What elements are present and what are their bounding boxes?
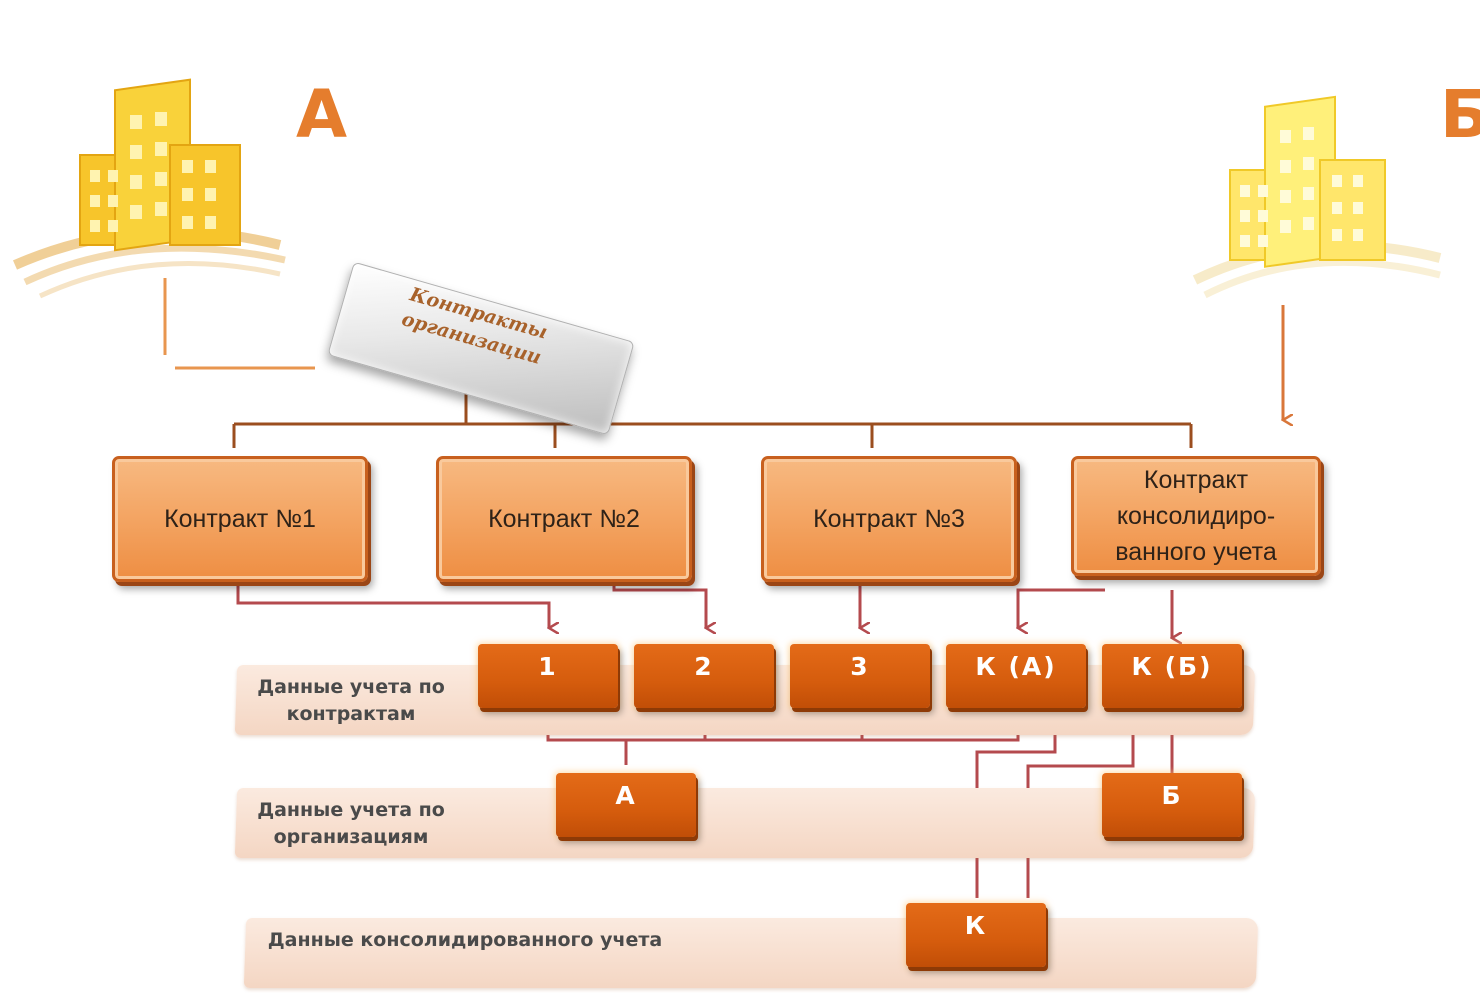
tile-org-a: А	[556, 773, 696, 837]
band-label-by-contracts: Данные учета по контрактам	[257, 676, 445, 725]
building-b-icon	[1192, 95, 1442, 299]
arrow-ck-a	[1018, 588, 1105, 628]
tile-org-b: Б	[1102, 773, 1242, 837]
org-b-label: Б	[1440, 76, 1480, 153]
contract-box-1: Контракт №1	[112, 456, 368, 582]
contract-label-1: Контракт №1	[164, 505, 316, 533]
band-label-by-organizations: Данные учета по организациям	[257, 799, 445, 848]
tile-consolidated: К	[906, 903, 1046, 967]
contract-box-2: Контракт №2	[436, 456, 692, 582]
contract-label-3: Контракт №3	[813, 505, 965, 533]
arrow-c2	[612, 585, 706, 628]
tile-contract-3: 3	[790, 644, 930, 708]
tile-contract-1: 1	[478, 644, 618, 708]
contract-box-3: Контракт №3	[761, 456, 1017, 582]
tile-contract-2: 2	[634, 644, 774, 708]
contract-label-2: Контракт №2	[488, 505, 640, 533]
arrow-c1	[236, 585, 549, 628]
org-a-label: А	[296, 76, 348, 153]
tile-contract-k-b: К (Б)	[1102, 644, 1242, 708]
building-a-icon	[12, 78, 286, 299]
tile-contract-k-a: К (А)	[946, 644, 1086, 708]
contract-box-consolidated: Контракт консолидиро-ванного учета	[1071, 456, 1321, 576]
contract-label-consolidated: Контракт консолидиро-ванного учета	[1115, 466, 1277, 566]
band-label-consolidated: Данные консолидированного учета	[267, 929, 663, 951]
